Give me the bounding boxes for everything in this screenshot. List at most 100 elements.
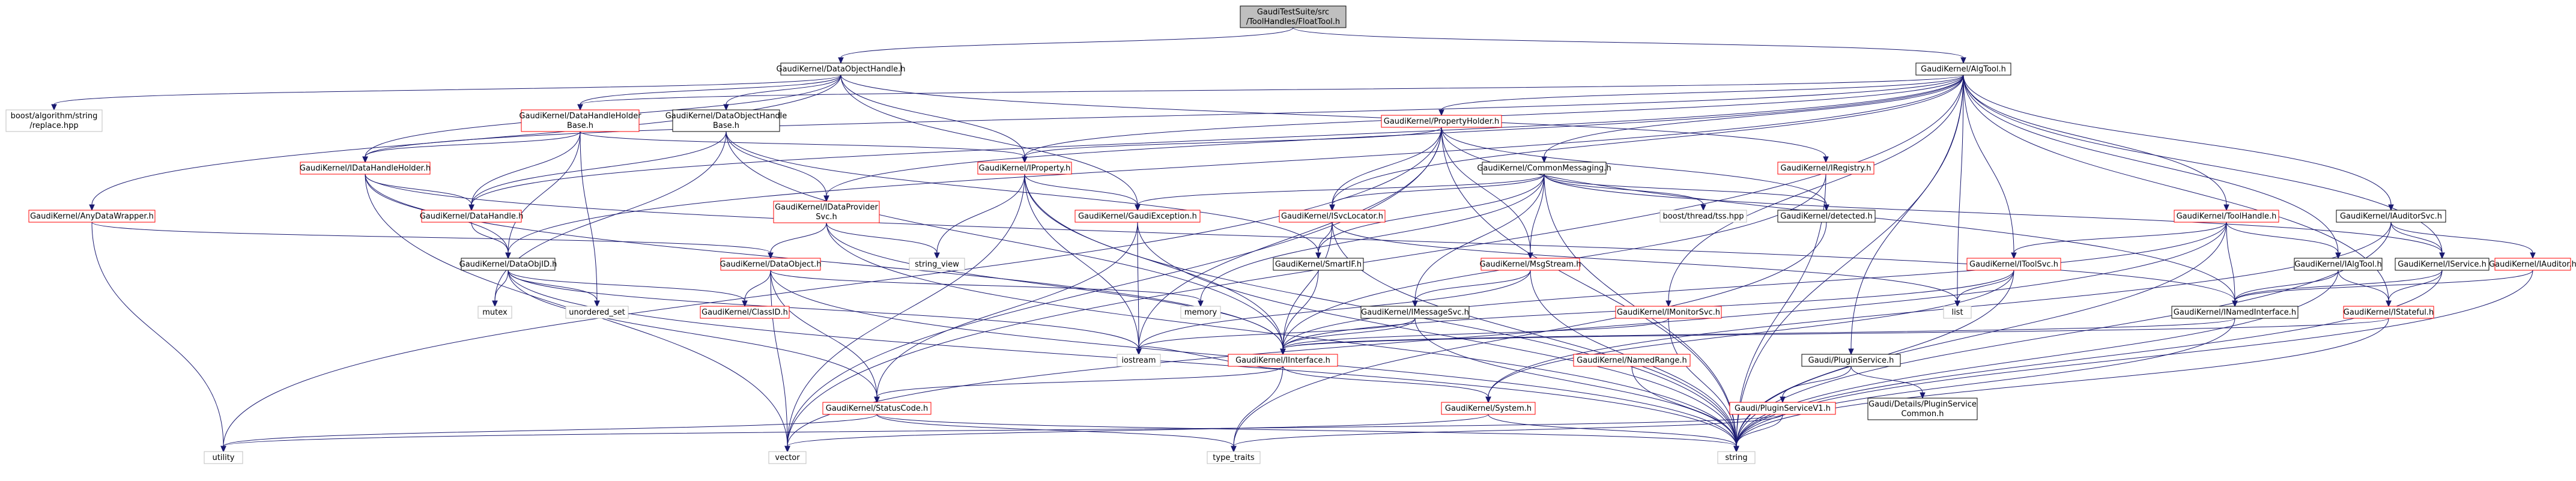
edge-statuscode-to-utility [220,414,877,453]
edge-algtool-to-datahandleholderbase [577,74,1964,111]
node-istateful[interactable]: GaudiKernel/IStateful.h [2343,306,2434,319]
node-label: /ToolHandles/FloatTool.h [1246,17,1340,26]
edge-propertyholder-to-imsgstream [1441,127,1533,259]
node-dataobject[interactable]: GaudiKernel/DataObject.h [720,258,822,271]
node-toolhandle[interactable]: GaudiKernel/ToolHandle.h [2174,210,2279,223]
node-string_view: string_view [909,258,965,271]
node-label: GaudiKernel/StatusCode.h [826,404,928,413]
node-box [1943,306,1972,319]
node-system[interactable]: GaudiKernel/System.h [1441,402,1536,415]
edge-dataobjid-to-statuscode [508,270,880,404]
edge-datahandleholderbase-to-iproperty [580,131,1028,163]
node-label: GaudiKernel/DataHandle.h [420,212,524,221]
edge-algtool-to-string [1733,74,1964,453]
node-unordered_set: unordered_set [565,306,629,319]
edge-anydatawrapper-to-utility [91,222,226,453]
node-dataobjhandle[interactable]: GaudiKernel/DataObjectHandle.h [777,62,906,76]
node-namedrange[interactable]: GaudiKernel/NamedRange.h [1573,354,1691,367]
node-label: GaudiKernel/IRegistry.h [1781,164,1871,173]
node-label: GaudiKernel/IDataHandleHolder.h [300,164,431,173]
node-propertyholder[interactable]: GaudiKernel/PropertyHolder.h [1381,115,1502,128]
edge-system-to-string [1488,414,1739,453]
node-utility: utility [204,451,243,464]
node-label: Base.h [713,121,739,130]
edge-commonmessaging-to-isvclocator [1329,174,1545,211]
node-box [1615,306,1722,319]
node-label: Gaudi/PluginServiceV1.h [1735,404,1831,413]
node-box [1074,210,1201,223]
node-label: GaudiKernel/IAuditorSvc.h [2340,212,2442,221]
node-ipluginservice[interactable]: Gaudi/PluginService.h [1801,354,1901,367]
edge-istateful-to-iinterface [1280,318,2389,355]
node-algtool[interactable]: GaudiKernel/AlgTool.h [1915,62,2011,76]
node-pluginservicev1[interactable]: Gaudi/PluginServiceV1.h [1729,402,1836,415]
node-detected[interactable]: GaudiKernel/detected.h [1777,210,1876,223]
node-label: GaudiKernel/ClassID.h [702,308,788,317]
node-iauditorsvc[interactable]: GaudiKernel/IAuditorSvc.h [2336,210,2446,223]
node-boost_algo: boost/algorithm/string/replace.hpp [5,109,103,132]
edge-pluginservicev1-to-type_traits [1231,414,1783,453]
node-label: GaudiKernel/CommonMessaging.h [1477,164,1611,173]
node-label: /replace.hpp [29,121,78,130]
node-itoolsvc[interactable]: GaudiKernel/IToolSvc.h [1966,258,2061,271]
node-iproperty[interactable]: GaudiKernel/IProperty.h [977,162,1072,175]
node-box [1279,210,1386,223]
node-box [2336,210,2446,223]
node-box [2171,306,2299,319]
edge-dataobjhandlebase-to-idataprovidersvc [726,131,829,202]
edge-root-to-dataobjhandle [838,27,1294,64]
edge-statuscode-to-type_traits [876,414,1237,453]
node-box [2174,210,2279,223]
edge-toolhandle-to-string [1733,222,2227,453]
node-label: GaudiKernel/MsgStream.h [1479,260,1581,269]
edge-ipluginservice-to-pluginservicev1 [1780,366,1852,404]
edge-idataprovidersvc-to-iinterface [826,222,1286,355]
node-statuscode[interactable]: GaudiKernel/StatusCode.h [822,402,932,415]
node-box [28,210,156,223]
node-inamedinterface[interactable]: GaudiKernel/INamedInterface.h [2171,306,2299,319]
node-iinterface[interactable]: GaudiKernel/IInterface.h [1228,354,1338,367]
node-box [1573,354,1691,367]
edge-anydatawrapper-to-dataobject [91,222,774,259]
node-imessagesvc[interactable]: GaudiKernel/IMessageSvc.h [1360,306,1470,319]
node-root[interactable]: GaudiTestSuite/src/ToolHandles/FloatTool… [1240,5,1347,28]
nodes-layer: GaudiTestSuite/src/ToolHandles/FloatTool… [5,5,2576,464]
edge-iinterface-to-statuscode [874,366,1283,404]
edge-imessagesvc-to-iostream [1136,318,1416,355]
node-vector: vector [768,451,807,464]
node-label: GaudiKernel/IMonitorSvc.h [1617,308,1720,317]
edge-pluginservicev1-to-utility [220,414,1783,453]
edge-namedrange-to-string [1631,366,1739,453]
node-iauditor[interactable]: GaudiKernel/IAuditor.h [2489,258,2576,271]
node-imsgstream[interactable]: GaudiKernel/MsgStream.h [1479,258,1581,271]
node-isvclocator[interactable]: GaudiKernel/ISvcLocator.h [1279,210,1386,223]
node-datahandle[interactable]: GaudiKernel/DataHandle.h [420,210,524,223]
edge-datahandle-to-dataobjid [471,222,511,259]
node-iservice[interactable]: GaudiKernel/IService.h [2395,258,2490,271]
edge-gaudiexception-to-string [1137,222,1739,453]
node-ialgtool[interactable]: GaudiKernel/IAlgTool.h [2294,258,2383,271]
node-gaudiexception[interactable]: GaudiKernel/GaudiException.h [1074,210,1201,223]
node-box [1480,258,1580,271]
node-imonitorsvc[interactable]: GaudiKernel/IMonitorSvc.h [1615,306,1722,319]
edge-idataprovidersvc-to-dataobject [768,222,827,259]
node-box [1180,306,1221,319]
node-iregistry[interactable]: GaudiKernel/IRegistry.h [1777,162,1874,175]
node-dataobjid[interactable]: GaudiKernel/DataObjID.h [459,258,557,271]
edge-iauditorsvc-to-iauditor [2390,222,2536,259]
node-commonmessaging[interactable]: GaudiKernel/CommonMessaging.h [1477,162,1611,175]
node-idatahandleholder[interactable]: GaudiKernel/IDataHandleHolder.h [300,162,431,175]
edge-propertyholder-to-iproperty [1022,127,1442,163]
node-label: GaudiTestSuite/src [1257,8,1329,17]
node-label: GaudiKernel/ToolHandle.h [2177,212,2277,221]
node-smartif[interactable]: GaudiKernel/SmartIF.h [1273,258,1364,271]
node-label: GaudiKernel/PropertyHolder.h [1384,117,1500,126]
node-anydatawrapper[interactable]: GaudiKernel/AnyDataWrapper.h [28,210,156,223]
node-label: string [1725,453,1747,462]
node-box [2395,258,2490,271]
node-classid[interactable]: GaudiKernel/ClassID.h [700,306,790,319]
